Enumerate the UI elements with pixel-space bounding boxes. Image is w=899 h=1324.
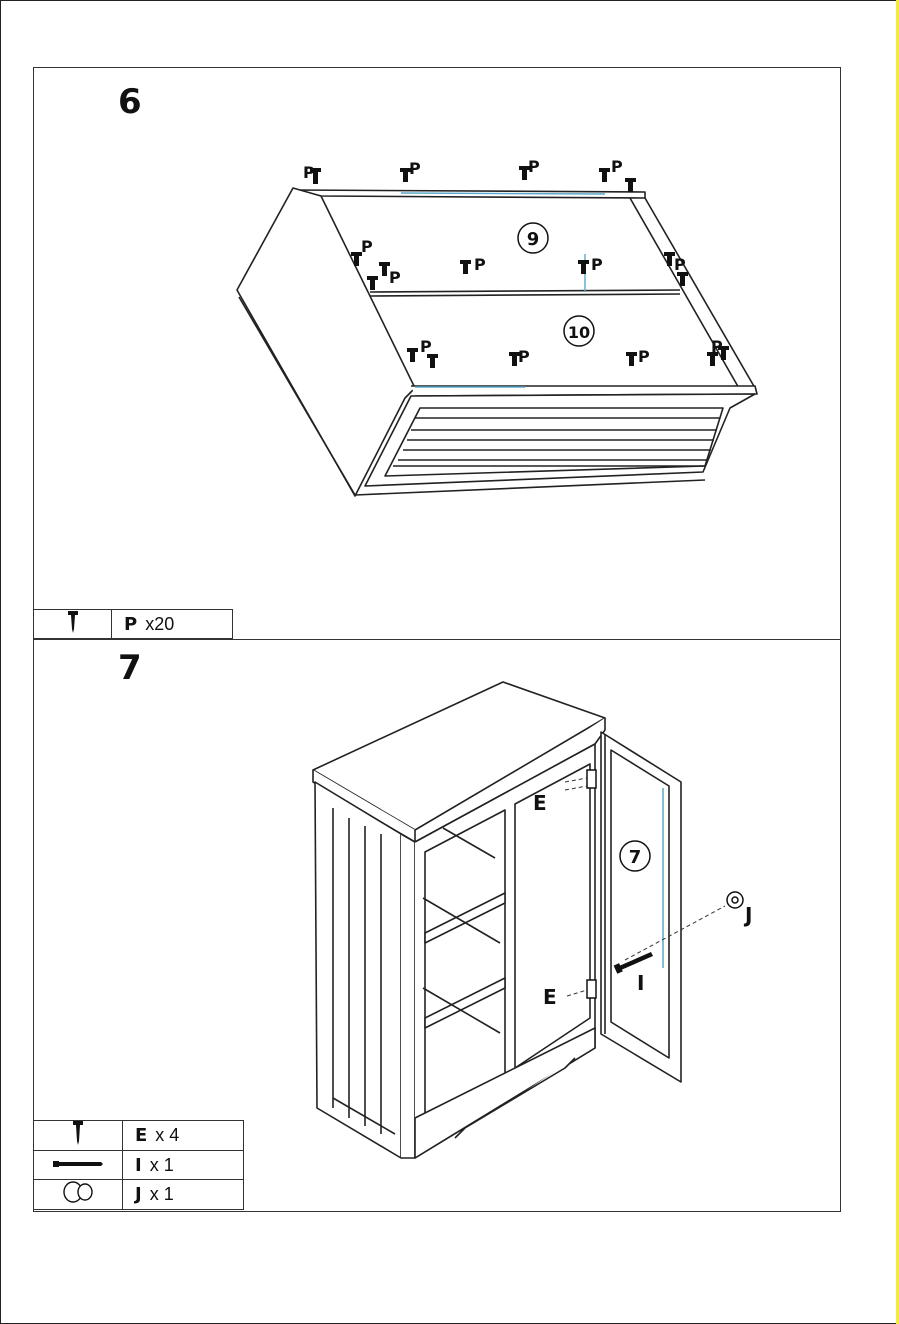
svg-text:P: P: [638, 347, 650, 366]
label-e-top: E: [533, 791, 547, 815]
part-letter: E: [135, 1125, 147, 1146]
step-6-number: 6: [118, 82, 142, 122]
part-qty: x20: [145, 614, 174, 634]
svg-text:P: P: [409, 159, 421, 178]
screw-icon: [34, 610, 112, 639]
part-letter: J: [135, 1184, 142, 1205]
bolt-icon: [34, 1151, 123, 1180]
step-7-diagram: E E I J 7: [305, 678, 775, 1168]
part-qty: x 1: [150, 1155, 174, 1175]
label-j: J: [743, 903, 752, 927]
label-i: I: [637, 971, 644, 995]
svg-text:P: P: [528, 157, 540, 176]
part-qty: x 4: [155, 1125, 179, 1145]
step-7-number: 7: [118, 648, 142, 688]
part-letter: I: [135, 1155, 142, 1176]
svg-text:P: P: [474, 255, 486, 274]
svg-text:P: P: [389, 268, 401, 287]
screw-icon: [34, 1121, 123, 1151]
label-e-bottom: E: [543, 985, 557, 1009]
knob-icon: [34, 1180, 123, 1210]
svg-text:P: P: [711, 337, 723, 356]
svg-text:P: P: [420, 337, 432, 356]
step-6-diagram: P P P P P P P P P P P P P 9 10: [225, 150, 765, 500]
svg-text:P: P: [674, 255, 686, 274]
svg-text:P: P: [518, 347, 530, 366]
callout-7-label: 7: [629, 847, 642, 868]
svg-text:P: P: [303, 163, 315, 182]
svg-text:P: P: [591, 255, 603, 274]
callout-9-label: 9: [527, 229, 540, 250]
part-qty: x 1: [150, 1184, 174, 1204]
part-letter: P: [124, 614, 137, 635]
door-knob: [727, 892, 743, 908]
svg-text:P: P: [361, 237, 373, 256]
cabinet-left-side: [315, 782, 401, 1158]
step-divider: [33, 639, 841, 640]
svg-text:P: P: [611, 157, 623, 176]
callout-10-label: 10: [568, 323, 590, 342]
